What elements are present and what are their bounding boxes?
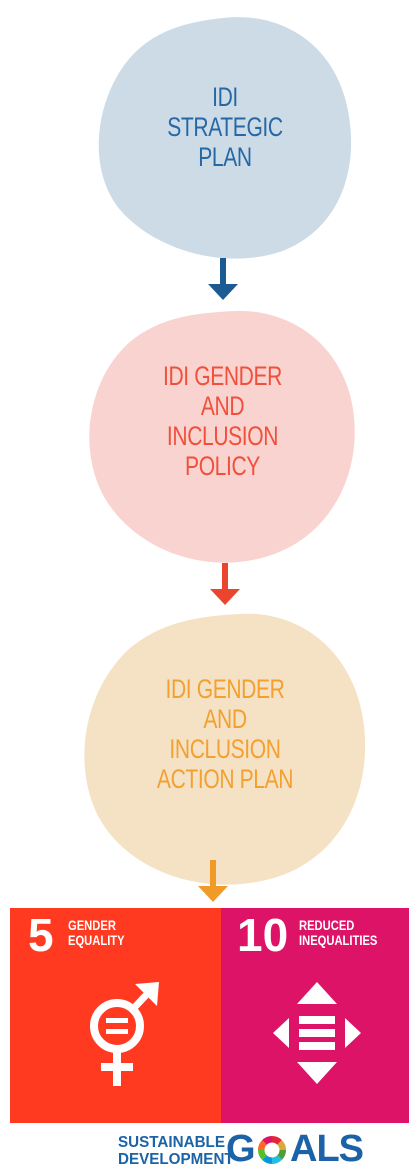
label-line: IDI GENDER [163, 361, 282, 391]
label-line: INCLUSION [166, 421, 279, 451]
label-line: INEQUALITIES [299, 932, 378, 948]
label-line: AND [200, 391, 245, 421]
blob-shape [84, 613, 366, 885]
gender-inclusion-policy-node: IDI GENDER AND INCLUSION POLICY [85, 305, 360, 565]
gender-inclusion-action-plan-node: IDI GENDER AND INCLUSION ACTION PLAN [80, 608, 370, 888]
label-line: IDI GENDER [165, 674, 285, 704]
arrow-down-icon [208, 258, 238, 300]
goal-10-label: REDUCED INEQUALITIES [299, 918, 377, 948]
label-line: EQUALITY [68, 932, 125, 948]
wordmark-goals-rest: ALS [290, 1128, 364, 1170]
label-line: ACTION PLAN [156, 764, 294, 794]
goal-10-tile: 10 REDUCED INEQUALITIES [221, 908, 409, 1123]
label-line: INCLUSION [169, 734, 281, 764]
sdg-goals-panel: 5 GENDER EQUALITY 10 REDUCED INEQUALITIE… [10, 908, 409, 1123]
goal-5-number: 5 [28, 909, 54, 961]
strategic-plan-label: IDI STRATEGIC PLAN [124, 82, 327, 172]
wordmark-goals-g: G [226, 1128, 256, 1170]
label-line: AND [203, 704, 247, 734]
label-line: GENDER [68, 917, 116, 933]
label-line: DEVELOPMENT [118, 1151, 234, 1168]
strategic-plan-node: IDI STRATEGIC PLAN [95, 10, 355, 260]
label-line: REDUCED [299, 917, 355, 933]
gender-inclusion-action-plan-label: IDI GENDER AND INCLUSION ACTION PLAN [112, 674, 338, 794]
sdg-wordmark: SUSTAINABLE DEVELOPMENT G ALS [0, 1130, 419, 1170]
label-line: SUSTAINABLE [118, 1134, 225, 1151]
sdg-wheel-icon [258, 1136, 286, 1164]
reduced-inequalities-icon [273, 982, 361, 1084]
label-line: IDI [212, 82, 238, 112]
label-line: STRATEGIC [167, 112, 283, 142]
arrow-down-icon [210, 563, 240, 605]
blob-shape [89, 310, 355, 563]
arrow-down-icon [198, 860, 228, 902]
blob-shape [98, 17, 352, 259]
gender-equality-icon [90, 982, 159, 1086]
gender-inclusion-policy-label: IDI GENDER AND INCLUSION POLICY [115, 361, 330, 481]
label-line: POLICY [185, 451, 260, 481]
goal-5-tile: 5 GENDER EQUALITY [10, 908, 221, 1123]
wordmark-small-text: SUSTAINABLE DEVELOPMENT [118, 1134, 234, 1168]
goal-5-label: GENDER EQUALITY [68, 918, 125, 948]
goal-10-number: 10 [237, 909, 289, 961]
label-line: PLAN [198, 142, 252, 172]
